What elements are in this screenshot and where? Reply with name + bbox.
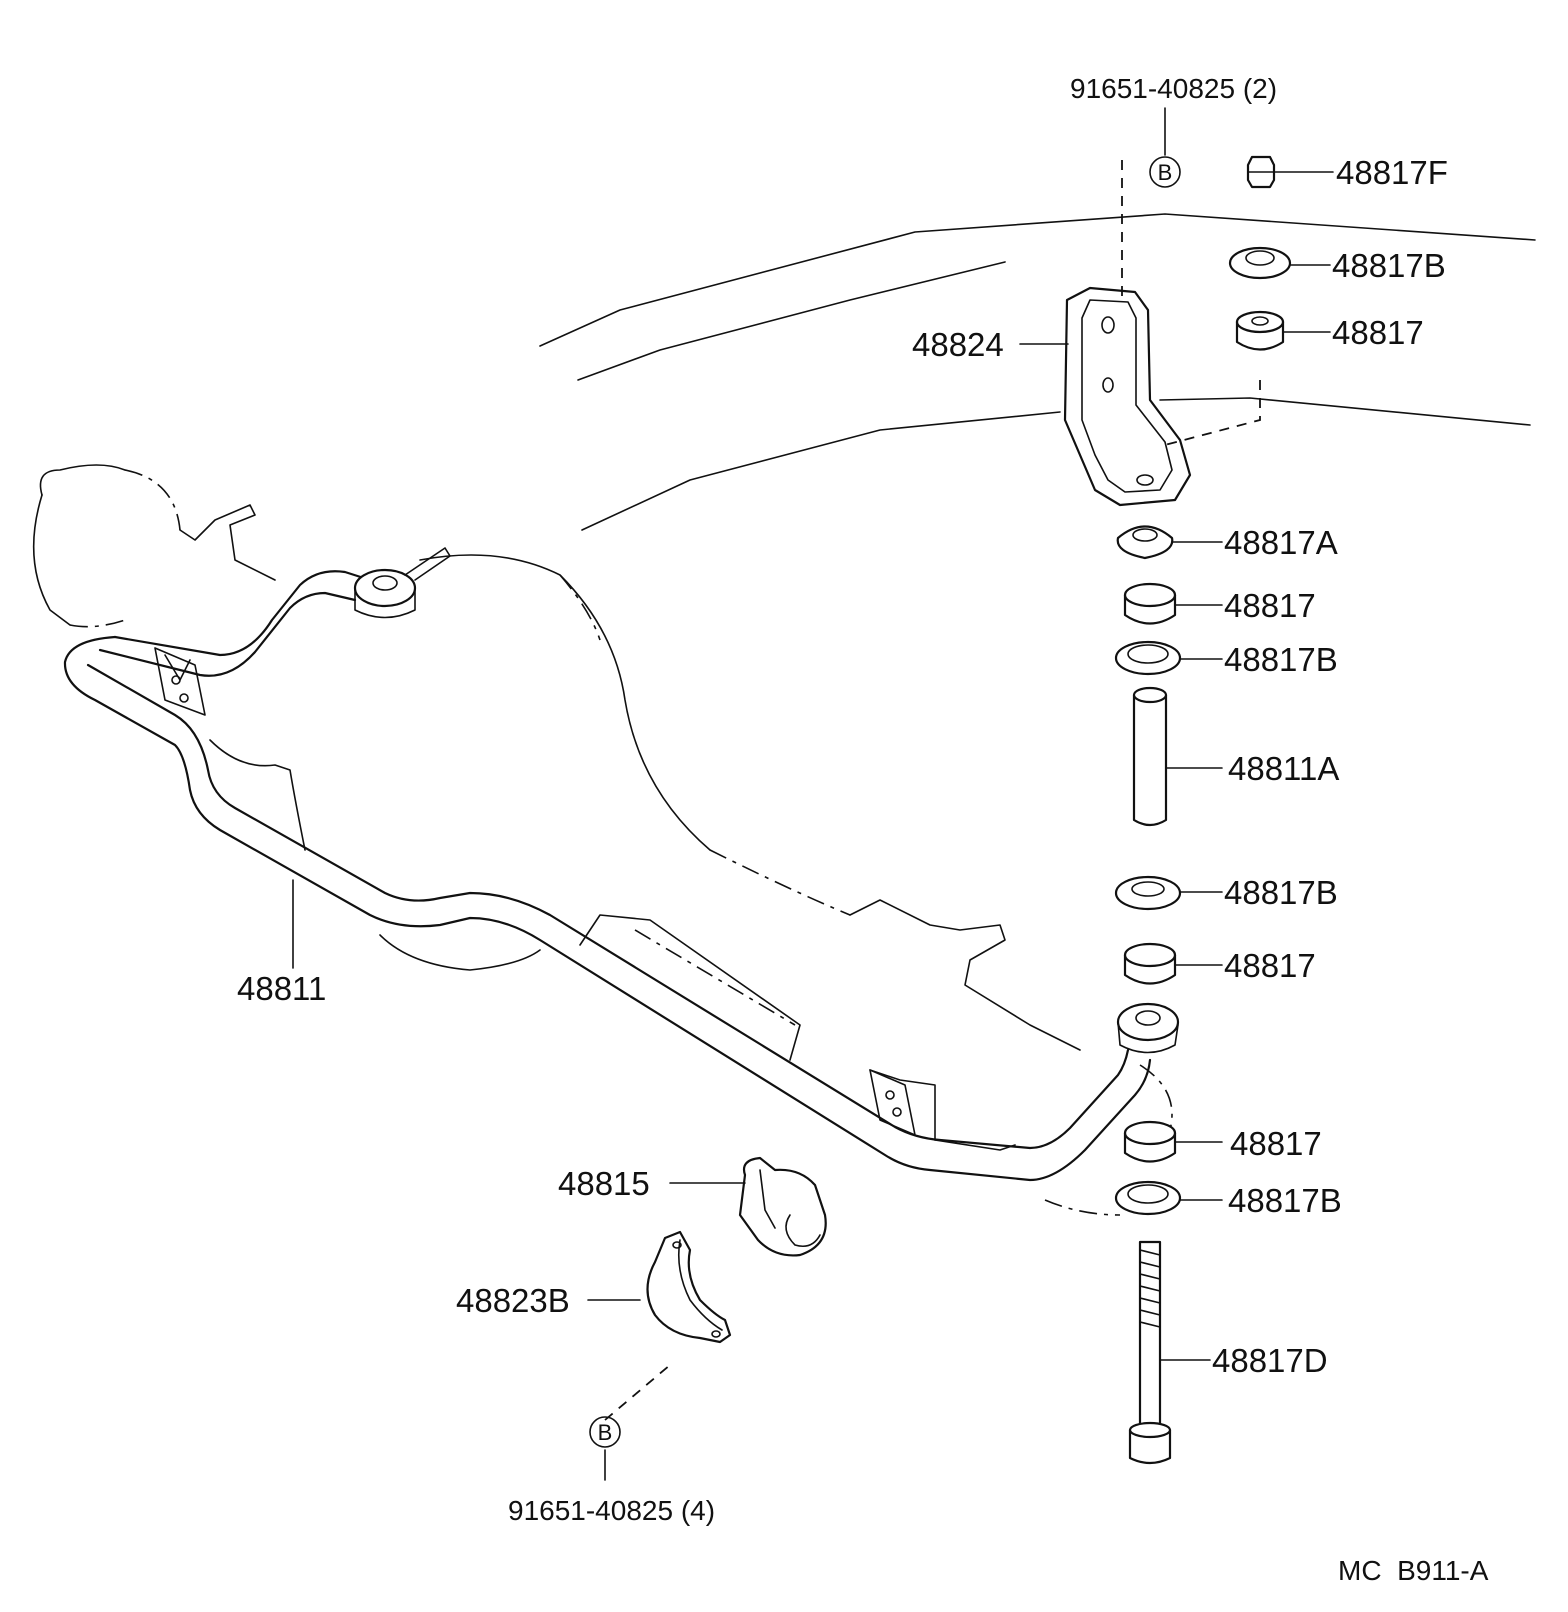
label-48817-2: 48817 bbox=[1224, 587, 1316, 624]
cushion-48817-1 bbox=[1235, 310, 1285, 351]
label-bolt-top: 91651-40825 (2) bbox=[1070, 73, 1277, 104]
retainer-48817B-4 bbox=[1114, 1180, 1182, 1216]
label-48817-4: 48817 bbox=[1230, 1125, 1322, 1162]
leader-lines bbox=[292, 107, 1334, 1481]
bolt-48817D bbox=[1128, 1240, 1172, 1465]
engine-outline bbox=[32, 464, 1173, 1216]
part-labels: 91651-40825 (2) 48817F 48817B 48817 4882… bbox=[237, 73, 1489, 1586]
stabilizer-bar bbox=[63, 547, 1180, 1182]
collar-48811A bbox=[1132, 686, 1168, 827]
bolt-marker-top: B bbox=[1149, 156, 1181, 188]
label-48811: 48811 bbox=[237, 970, 326, 1007]
label-48824: 48824 bbox=[912, 326, 1004, 363]
bolt-marker-top-letter: B bbox=[1158, 160, 1173, 185]
footer-code: MC B911-A bbox=[1338, 1555, 1489, 1586]
cushion-48817-4 bbox=[1123, 1120, 1177, 1163]
retainer-48817A bbox=[1116, 525, 1174, 560]
label-48817-1: 48817 bbox=[1332, 314, 1424, 351]
label-48817A: 48817A bbox=[1224, 524, 1338, 561]
body-outline bbox=[539, 213, 1536, 531]
cushion-48817-2 bbox=[1123, 582, 1177, 625]
label-48811A: 48811A bbox=[1228, 750, 1339, 787]
label-48815: 48815 bbox=[558, 1165, 650, 1202]
label-48817D: 48817D bbox=[1212, 1342, 1328, 1379]
label-48817B-3: 48817B bbox=[1224, 874, 1338, 911]
bracket-48824 bbox=[1063, 160, 1261, 507]
cushion-48817-3 bbox=[1123, 942, 1177, 985]
label-bolt-bottom: 91651-40825 (4) bbox=[508, 1495, 715, 1526]
nut-48817F bbox=[1246, 155, 1276, 189]
label-48817F: 48817F bbox=[1336, 154, 1448, 191]
clamp-48823B bbox=[604, 1230, 732, 1421]
label-48817B-2: 48817B bbox=[1224, 641, 1338, 678]
retainer-48817B-top bbox=[1228, 246, 1292, 280]
bolt-marker-bottom: B bbox=[589, 1416, 621, 1448]
retainer-48817B-3 bbox=[1114, 875, 1182, 911]
bushing-48815 bbox=[738, 1156, 827, 1257]
bolt-marker-bottom-letter: B bbox=[598, 1420, 613, 1445]
retainer-48817B-2 bbox=[1114, 640, 1182, 676]
label-48817B-4: 48817B bbox=[1228, 1182, 1342, 1219]
label-48823B: 48823B bbox=[456, 1282, 570, 1319]
label-48817B-top: 48817B bbox=[1332, 247, 1446, 284]
label-48817-3: 48817 bbox=[1224, 947, 1316, 984]
